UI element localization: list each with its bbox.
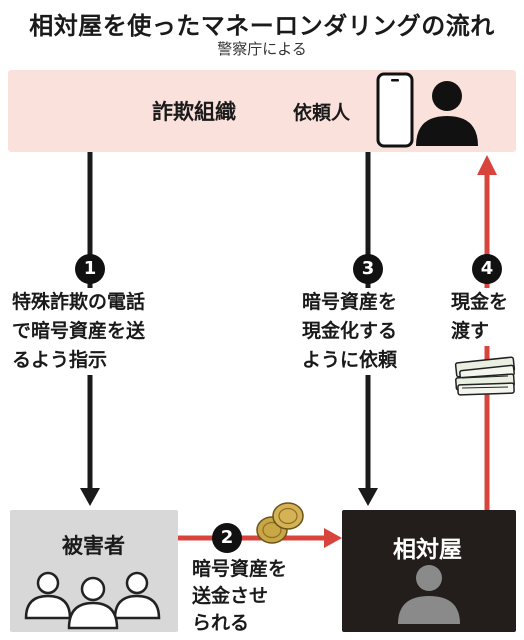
- step-4-badge: 4: [472, 254, 502, 284]
- step-3-line-3: ように依頼: [302, 349, 398, 371]
- step-1-line-1: 特殊詐欺の電話: [12, 291, 146, 313]
- broker-label: 相対屋: [393, 537, 462, 563]
- source-note: 警察庁による: [217, 40, 307, 58]
- step-1-text: 特殊詐欺の電話 で暗号資産を送 るよう指示: [12, 288, 146, 375]
- fraud-organization-label: 詐欺組織: [152, 100, 236, 124]
- arrow-step-2: [178, 528, 342, 548]
- step-2-text: 暗号資産を 送金させ られる: [192, 556, 287, 637]
- person-icon: [416, 81, 478, 146]
- smartphone-icon: [376, 72, 414, 148]
- step-2-line-2: 送金させ: [192, 585, 269, 607]
- step-2-badge: 2: [212, 523, 242, 553]
- cash-stack-icon: [454, 356, 516, 396]
- requester-label: 依頼人: [293, 102, 351, 124]
- coins-icon: [256, 502, 304, 544]
- step-1-badge: 1: [75, 254, 105, 284]
- step-2-line-3: られる: [192, 612, 250, 634]
- people-group-icon: [24, 571, 161, 630]
- victim-label: 被害者: [62, 534, 125, 558]
- step-4-text: 現金を 渡す: [451, 288, 509, 346]
- step-1-line-3: るよう指示: [12, 349, 108, 371]
- step-2-line-1: 暗号資産を: [192, 558, 288, 580]
- step-3-line-2: 現金化する: [302, 320, 398, 342]
- step-3-badge: 3: [353, 254, 383, 284]
- diagram-title: 相対屋を使ったマネーロンダリングの流れ: [29, 12, 495, 40]
- step-3-text: 暗号資産を 現金化する ように依頼: [302, 288, 398, 375]
- step-4-line-1: 現金を: [451, 291, 509, 313]
- step-1-line-2: で暗号資産を送: [12, 320, 146, 342]
- step-4-line-2: 渡す: [451, 320, 490, 342]
- broker-person-icon: [398, 565, 460, 624]
- step-3-line-1: 暗号資産を: [302, 291, 398, 313]
